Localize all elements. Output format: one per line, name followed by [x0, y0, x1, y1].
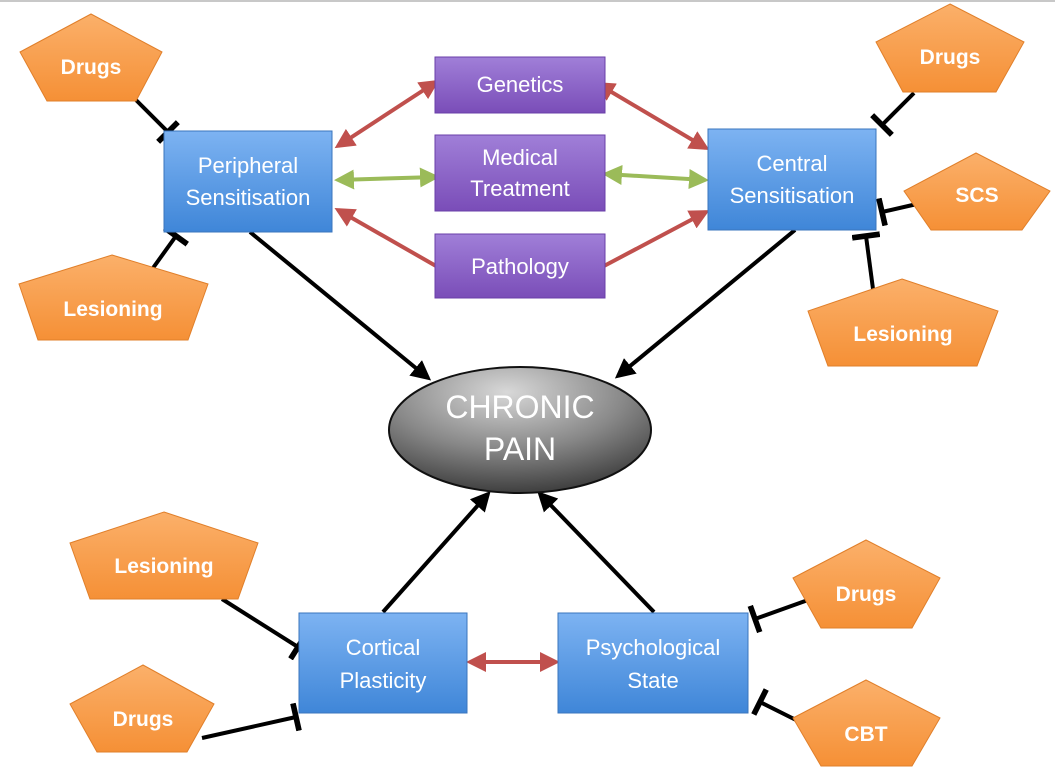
intervention-central-drugs-label: Drugs	[920, 46, 981, 69]
arrow-genetics-central	[594, 81, 710, 151]
node-central-sensitisation: Central Sensitisation	[707, 128, 877, 231]
intervention-central-lesioning-label: Lesioning	[853, 323, 952, 346]
link-peripheral-drugs	[134, 98, 180, 144]
intervention-cortical-lesioning-label: Lesioning	[114, 555, 213, 578]
arrow-psych-to-pain	[537, 491, 656, 614]
node-psychological-line2: State	[627, 668, 678, 693]
node-cortical-line2: Plasticity	[340, 668, 427, 693]
intervention-central-scs: SCS	[903, 152, 1051, 231]
factor-genetics-label: Genetics	[477, 72, 564, 97]
link-peripheral-lesioning	[151, 225, 190, 270]
arrow-pathology-peripheral	[334, 208, 437, 268]
link-cortical-lesioning	[220, 597, 308, 661]
link-central-lesioning	[851, 231, 881, 290]
link-central-drugs	[870, 91, 916, 137]
arrow-medical-peripheral	[334, 167, 440, 190]
factor-pathology: Pathology	[434, 233, 606, 299]
node-peripheral-line1: Peripheral	[198, 153, 298, 178]
intervention-psych-drugs-label: Drugs	[836, 583, 897, 606]
intervention-central-drugs: Drugs	[875, 3, 1025, 93]
node-central-line1: Central	[757, 151, 828, 176]
link-cortical-drugs	[201, 702, 302, 740]
arrow-medical-central	[602, 164, 709, 190]
intervention-central-lesioning: Lesioning	[807, 278, 999, 367]
center-line2: PAIN	[484, 431, 556, 467]
node-cortical-plasticity: Cortical Plasticity	[298, 612, 468, 714]
node-cortical-line1: Cortical	[346, 635, 421, 660]
center-chronic-pain: CHRONIC PAIN	[388, 366, 652, 494]
node-peripheral-line2: Sensitisation	[186, 185, 311, 210]
intervention-psych-cbt: CBT	[792, 679, 941, 767]
intervention-peripheral-drugs-label: Drugs	[61, 56, 122, 79]
intervention-cortical-drugs: Drugs	[69, 664, 215, 753]
arrow-pathology-central	[603, 210, 710, 268]
link-psych-drugs	[747, 598, 809, 634]
link-central-scs	[876, 197, 918, 227]
factor-medical-line1: Medical	[482, 145, 558, 170]
center-line1: CHRONIC	[445, 389, 594, 425]
intervention-cortical-drugs-label: Drugs	[113, 708, 174, 731]
intervention-psych-cbt-label: CBT	[844, 723, 887, 746]
node-peripheral-sensitisation: Peripheral Sensitisation	[163, 130, 333, 233]
arrow-genetics-peripheral	[334, 79, 440, 149]
arrow-peripheral-to-pain	[248, 230, 432, 381]
intervention-peripheral-lesioning-label: Lesioning	[63, 298, 162, 321]
intervention-peripheral-lesioning: Lesioning	[18, 254, 209, 341]
node-psychological-line1: Psychological	[586, 635, 721, 660]
intervention-peripheral-drugs: Drugs	[19, 13, 163, 102]
intervention-central-scs-label: SCS	[955, 184, 998, 207]
factor-medical-line2: Treatment	[470, 176, 569, 201]
factor-genetics: Genetics	[434, 56, 606, 114]
intervention-cortical-lesioning: Lesioning	[69, 511, 259, 600]
node-psychological-state: Psychological State	[557, 612, 749, 714]
intervention-psych-drugs: Drugs	[792, 539, 941, 629]
factor-pathology-label: Pathology	[471, 254, 569, 279]
factor-medical-treatment: Medical Treatment	[434, 134, 606, 212]
arrow-cortical-to-pain	[381, 491, 491, 614]
node-central-line2: Sensitisation	[730, 183, 855, 208]
arrow-central-to-pain	[614, 228, 797, 379]
